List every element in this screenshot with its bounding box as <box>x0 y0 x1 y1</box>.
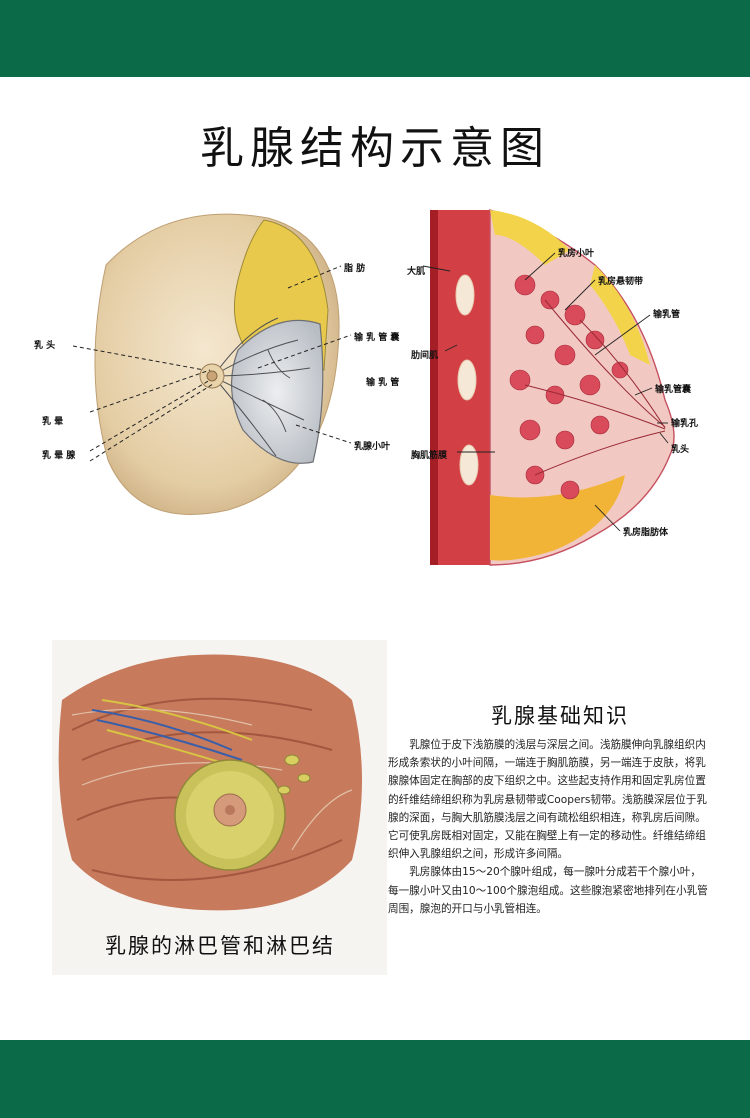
label-lactiferous-duct: 输 乳 管 <box>366 378 400 388</box>
label-nipple-right: 乳头 <box>671 445 690 455</box>
lymph-diagram <box>52 640 387 975</box>
label-pore: 输乳孔 <box>671 419 699 429</box>
label-suspensory-ligament: 乳房悬韧带 <box>598 277 644 287</box>
breast-section-illustration <box>422 209 675 566</box>
label-fat-body: 乳房脂肪体 <box>623 528 669 538</box>
lymph-illustration <box>58 654 363 911</box>
bottom-banner <box>0 1040 750 1118</box>
breast-external-diagram: 乳 头 乳 晕 乳 晕 腺 脂 肪 输 乳 管 囊 输 乳 管 乳腺小叶 <box>28 200 408 530</box>
lymph-caption: 乳腺的淋巴管和淋巴结 <box>105 934 335 958</box>
label-lactiferous-sinus: 输 乳 管 囊 <box>354 333 400 343</box>
breast-external-illustration <box>72 213 352 515</box>
top-banner <box>0 0 750 77</box>
label-pectoral-fascia: 胸肌筋膜 <box>411 451 448 461</box>
knowledge-body: 乳腺位于皮下浅筋膜的浅层与深层之间。浅筋膜伸向乳腺组织内形成条索状的小叶间隔，一… <box>388 736 710 918</box>
knowledge-paragraph-2: 乳房腺体由15～20个腺叶组成，每一腺叶分成若干个腺小叶，每一腺小叶又由10～1… <box>388 866 708 915</box>
knowledge-title: 乳腺基础知识 <box>491 704 629 728</box>
label-breast-lobule: 乳房小叶 <box>558 249 595 259</box>
label-duct: 输乳管 <box>653 310 681 320</box>
knowledge-paragraph-1: 乳腺位于皮下浅筋膜的浅层与深层之间。浅筋膜伸向乳腺组织内形成条索状的小叶间隔，一… <box>388 739 707 861</box>
label-pectoralis: 大肌 <box>407 267 426 277</box>
label-fat: 脂 肪 <box>344 264 366 274</box>
label-areola: 乳 晕 <box>42 417 64 427</box>
label-sinus: 输乳管囊 <box>655 385 692 395</box>
breast-section-diagram: 大肌 肋间肌 胸肌筋膜 乳房小叶 乳房悬韧带 输乳管 输乳管囊 输乳孔 乳头 乳… <box>395 205 725 570</box>
label-intercostal: 肋间肌 <box>411 351 439 361</box>
label-areolar-gland: 乳 晕 腺 <box>42 451 76 461</box>
label-nipple: 乳 头 <box>34 341 56 351</box>
page-title: 乳腺结构示意图 <box>200 123 550 174</box>
label-lobule: 乳腺小叶 <box>354 442 391 452</box>
